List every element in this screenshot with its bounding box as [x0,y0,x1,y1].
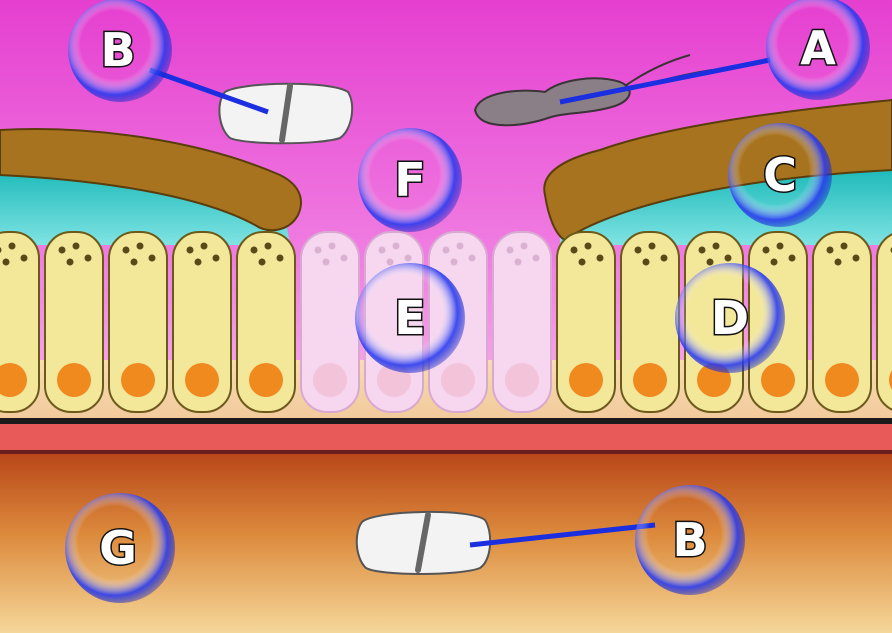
cell-granule [457,243,464,250]
cell-nucleus [569,363,603,397]
cell-nucleus [185,363,219,397]
cell-nucleus [825,363,859,397]
cell-granule [315,247,322,254]
callout-c: C [728,123,832,227]
cell-granule [451,259,458,266]
cell-nucleus [633,363,667,397]
cell-granule [329,243,336,250]
label-b-top: B [100,23,135,77]
label-d: D [711,291,749,345]
cell-granule [699,247,706,254]
label-g: G [99,521,137,575]
vessel-wall-band [0,424,892,452]
label-f: F [394,153,425,207]
cell-granule [405,255,412,262]
cell-granule [853,255,860,262]
cell-granule [521,243,528,250]
cell-granule [73,243,80,250]
cell-granule [85,255,92,262]
cell-granule [725,255,732,262]
cell-granule [515,259,522,266]
cell-granule [201,243,208,250]
cell-granule [67,259,74,266]
callout-e: E [355,263,465,373]
cell-granule [507,247,514,254]
cell-granule [187,247,194,254]
cell-granule [661,255,668,262]
cell-granule [277,255,284,262]
callout-d: D [675,263,785,373]
basement-membrane [0,418,892,424]
cell-granule [841,243,848,250]
cell-nucleus [121,363,155,397]
cell-granule [59,247,66,254]
cell-granule [323,259,330,266]
cell-granule [137,243,144,250]
cell-granule [3,259,10,266]
cell-nucleus [313,363,347,397]
cell-granule [195,259,202,266]
cell-granule [443,247,450,254]
label-c: C [763,148,797,202]
cell-granule [123,247,130,254]
epithelial-cell [877,232,892,412]
cell-nucleus [761,363,795,397]
cell-granule [387,259,394,266]
cell-granule [21,255,28,262]
cell-nucleus [441,363,475,397]
label-e: E [394,291,425,345]
callout-f: F [358,128,462,232]
label-b-bottom: B [672,513,707,567]
callout-b-top: B [68,0,172,102]
cell-granule [251,247,258,254]
label-a: A [800,21,836,75]
cell-granule [597,255,604,262]
cell-granule [379,247,386,254]
cell-granule [469,255,476,262]
cell-granule [777,243,784,250]
cell-granule [643,259,650,266]
cell-granule [579,259,586,266]
callout-b-bottom: B [635,485,745,595]
cell-nucleus [57,363,91,397]
cell-granule [713,243,720,250]
vessel-wall-edge [0,450,892,454]
cell-granule [393,243,400,250]
cell-granule [827,247,834,254]
cell-granule [259,259,266,266]
cell-nucleus [249,363,283,397]
cell-granule [649,243,656,250]
cell-granule [835,259,842,266]
cell-granule [149,255,156,262]
cell-granule [9,243,16,250]
cell-granule [265,243,272,250]
cell-granule [771,259,778,266]
callout-g: G [65,493,175,603]
cell-granule [533,255,540,262]
cell-granule [131,259,138,266]
pill-top [219,84,352,144]
cell-granule [763,247,770,254]
cell-granule [571,247,578,254]
cell-granule [635,247,642,254]
cell-granule [707,259,714,266]
callout-a: A [766,0,870,100]
cell-nucleus [505,363,539,397]
cell-granule [341,255,348,262]
cell-granule [213,255,220,262]
cell-granule [585,243,592,250]
cell-granule [789,255,796,262]
